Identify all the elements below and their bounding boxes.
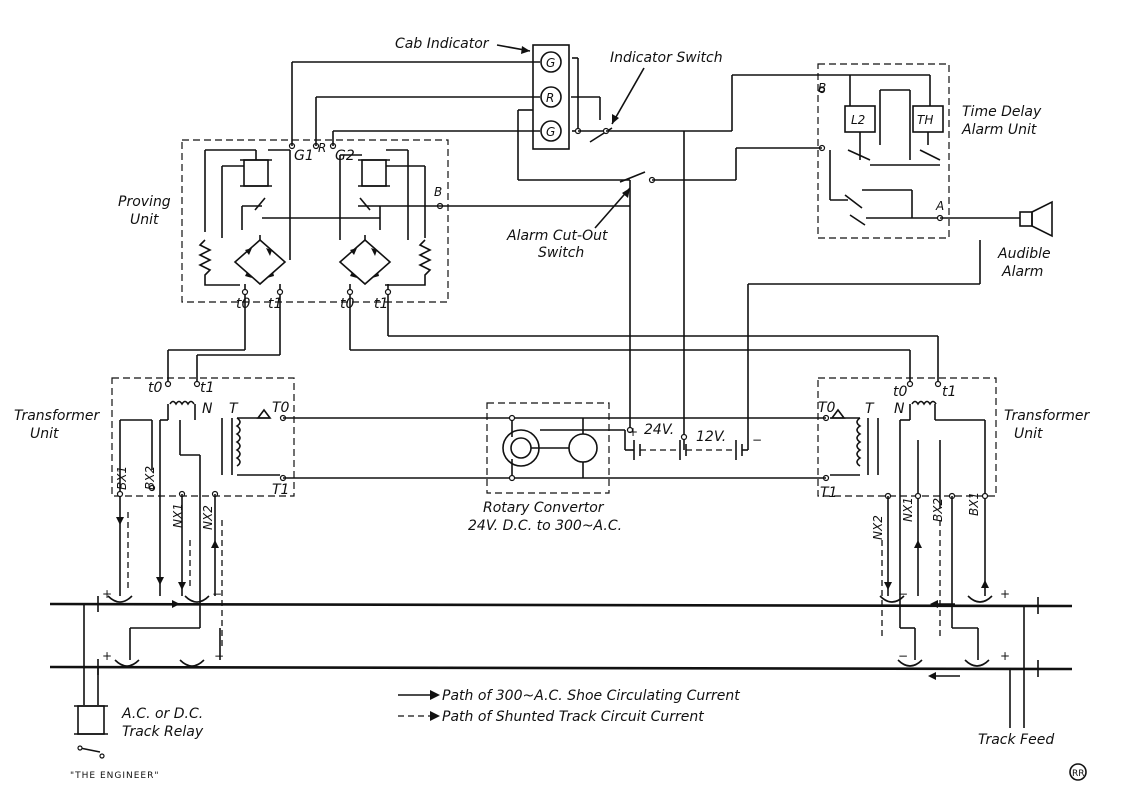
cab-indicator-label: Cab Indicator	[395, 36, 490, 52]
indicator-switch: Indicator Switch	[571, 50, 732, 143]
prove-t0-right: t0	[340, 296, 354, 312]
legend: Path of 300~A.C. Shoe Circulating Curren…	[398, 688, 740, 725]
lamp-g1: G	[546, 56, 555, 70]
indicator-switch-label: Indicator Switch	[610, 50, 723, 66]
th-coil-label: TH	[917, 113, 933, 127]
svg-text:RR: RR	[1072, 769, 1085, 779]
xf-left-t0: t0	[148, 380, 162, 396]
track-feed-label: Track Feed	[978, 732, 1054, 748]
left-plus-bot: +	[102, 649, 112, 663]
track-relay-label-1: A.C. or D.C.	[121, 706, 203, 722]
xf-left-bx2: BX2	[143, 466, 157, 490]
audible-alarm: Audible Alarm	[940, 200, 1053, 280]
alarm-cutout-label-1: Alarm Cut-Out	[506, 228, 608, 244]
cab-indicator: G R G Cab Indicator	[395, 36, 582, 150]
xf-right-n: N	[894, 401, 905, 417]
audible-alarm-label-2: Alarm	[1001, 264, 1043, 280]
primary-circuit	[283, 417, 826, 479]
battery-24v: 24V.	[644, 422, 674, 438]
left-minus-top: −	[212, 587, 222, 601]
xf-left-n: N	[202, 401, 213, 417]
monogram-logo: RR	[1069, 763, 1087, 781]
xf-right-T1: T1	[820, 485, 837, 501]
terminal-r: R	[318, 141, 326, 155]
transformer-unit-right: Transformer Unit t0 t1 N T T0 T1	[349, 302, 1090, 540]
xf-right-bx2: BX2	[931, 498, 945, 522]
legend-dashed-label: Path of Shunted Track Circuit Current	[442, 709, 704, 725]
xf-right-nx2: NX2	[871, 515, 885, 540]
transformer-left-label-2: Unit	[30, 426, 59, 442]
xf-left-t1: t1	[200, 380, 214, 396]
rotary-convertor: Rotary Convertor 24V. D.C. to 300~A.C.	[468, 402, 622, 534]
audible-alarm-label-1: Audible	[997, 246, 1051, 262]
transformer-right-label-1: Transformer	[1004, 408, 1090, 424]
terminal-g2: G2	[335, 148, 355, 164]
alarm-cutout-label-2: Switch	[538, 245, 584, 261]
battery-12v: 12V.	[696, 429, 726, 445]
rails	[49, 596, 1073, 677]
proving-unit: Proving Unit	[118, 139, 449, 312]
xf-right-bx1: BX1	[967, 492, 981, 516]
transformer-right-label-2: Unit	[1014, 426, 1043, 442]
xf-right-t1: t1	[942, 384, 956, 400]
prove-t1-right: t1	[374, 296, 388, 312]
proving-unit-label-2: Unit	[130, 212, 159, 228]
track-relay: A.C. or D.C. Track Relay	[74, 604, 204, 759]
prove-t0-left: t0	[236, 296, 250, 312]
xf-left-nx1: NX1	[171, 503, 185, 528]
prove-t1-left: t1	[268, 296, 282, 312]
right-plus-bot: +	[1000, 649, 1010, 663]
terminal-a-alarm: A	[935, 199, 944, 213]
xf-right-T0: T0	[818, 400, 836, 416]
time-delay-label-2: Alarm Unit	[961, 122, 1037, 138]
lamp-r: R	[546, 91, 554, 105]
right-minus-bot: −	[898, 649, 908, 663]
legend-solid-label: Path of 300~A.C. Shoe Circulating Curren…	[442, 688, 740, 704]
shoes-right: − + − +	[879, 496, 1010, 680]
battery-plus: +	[628, 425, 638, 439]
xf-right-T: T	[865, 401, 875, 417]
lamp-g2: G	[546, 125, 555, 139]
xf-left-T: T	[229, 401, 239, 417]
left-plus-top: +	[102, 587, 112, 601]
rotary-label-1: Rotary Convertor	[483, 500, 605, 516]
transformer-left-label-1: Transformer	[14, 408, 100, 424]
xf-left-T1: T1	[272, 482, 289, 498]
transformer-unit-left: Transformer Unit t0 t1 N T T0 T1	[14, 302, 295, 530]
right-minus-top: −	[898, 587, 908, 601]
xf-left-bx1: BX1	[115, 466, 129, 490]
terminal-g1: G1	[294, 148, 314, 164]
track-relay-label-2: Track Relay	[122, 724, 204, 740]
l2-coil-label: L2	[851, 113, 865, 127]
xf-left-nx2: NX2	[201, 505, 215, 530]
time-delay-alarm-unit: L2 TH B A Time Delay Alarm Unit	[731, 63, 1042, 239]
credit-the-engineer: "THE ENGINEER"	[70, 771, 160, 781]
terminal-b-prove: B	[434, 185, 442, 199]
battery: 24V. 12V. + −	[583, 422, 762, 460]
indicator-wiring	[291, 61, 540, 207]
proving-unit-label-1: Proving	[118, 194, 171, 210]
right-plus-top: +	[1000, 587, 1010, 601]
shoes-left: + − + −	[102, 494, 224, 667]
track-feed: Track Feed	[978, 606, 1054, 748]
left-minus-bot: −	[214, 649, 224, 663]
xf-right-t0: t0	[893, 384, 907, 400]
rotary-label-2: 24V. D.C. to 300~A.C.	[468, 518, 622, 534]
xf-left-T0: T0	[272, 400, 290, 416]
battery-minus: −	[752, 433, 762, 447]
alarm-cutout-switch: Alarm Cut-Out Switch	[440, 109, 822, 450]
time-delay-label-1: Time Delay	[962, 104, 1042, 120]
terminal-b-alarm: B	[818, 81, 826, 95]
xf-right-nx1: NX1	[901, 497, 915, 522]
